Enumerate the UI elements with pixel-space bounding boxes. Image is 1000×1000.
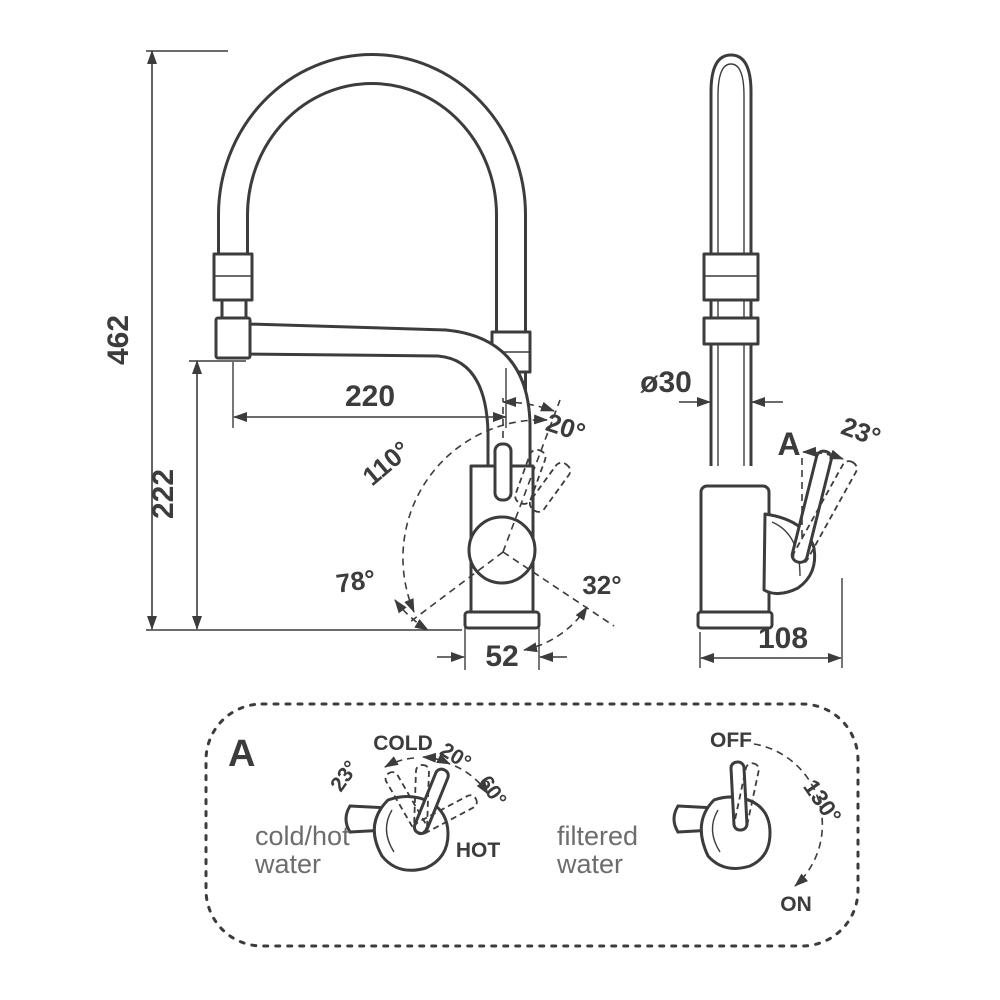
angle-32: 32° — [582, 570, 621, 600]
angle-swivel-110: 110° — [357, 435, 416, 492]
mixer-lever-ghost-left — [384, 771, 428, 835]
front-construction-lines — [394, 397, 615, 653]
dim-total-height: 462 — [102, 315, 135, 365]
angle-lever-20: 20° — [542, 407, 589, 448]
front-lever-ghost-36 — [528, 461, 572, 513]
mixer-handle-diagram: COLD HOT 20° 60° 23° cold/hot water — [254, 732, 511, 879]
dim-pipe-diameter: ø30 — [640, 366, 692, 399]
label-hot: HOT — [456, 839, 501, 862]
mixer-angle-23: 23° — [326, 757, 363, 796]
front-hose-collar-left — [212, 252, 254, 322]
angle-78: 78° — [334, 563, 377, 598]
side-dimensions: ø30 A 23° 108 — [640, 366, 885, 668]
mixer-caption-line2: water — [254, 849, 321, 879]
detail-ref-label: A — [777, 426, 800, 462]
side-base-flange — [696, 610, 774, 630]
front-spout-tip — [214, 316, 252, 360]
side-joint-inner-arc — [771, 521, 801, 577]
front-base-flange — [463, 610, 541, 630]
detail-panel: A COLD HOT 20° 60° 23° cold/hot water — [204, 702, 860, 948]
side-view: ø30 A 23° 108 — [640, 53, 885, 668]
mixer-caption-line1: cold/hot — [255, 821, 350, 851]
label-off: OFF — [710, 729, 752, 752]
side-hose-collars — [702, 252, 760, 346]
filtered-lever-ghost — [733, 762, 760, 832]
label-cold: COLD — [373, 732, 433, 755]
front-sphere-joint — [467, 515, 537, 585]
mixer-angle-60: 60° — [474, 772, 511, 811]
mixer-lever-ghost-cold — [413, 764, 430, 834]
angle-lever-23: 23° — [837, 411, 884, 453]
filtered-handle-diagram: OFF ON 130° filtered water — [556, 729, 847, 916]
side-construction-lines — [801, 446, 844, 540]
detail-panel-border — [204, 702, 860, 948]
side-body — [699, 484, 771, 618]
front-hose-arc — [217, 53, 527, 468]
front-lever-stub — [493, 442, 513, 502]
side-hose-inner-line — [717, 63, 745, 466]
panel-ref-label: A — [228, 733, 255, 775]
dim-spout-height: 222 — [147, 469, 180, 519]
side-lever-ghost — [792, 460, 858, 565]
dim-base-depth: 108 — [758, 622, 808, 655]
front-view: 462 222 220 20° 110° 78° 32° 52 — [102, 50, 622, 673]
filtered-caption-line1: filtered — [557, 821, 638, 851]
filtered-caption-line2: water — [556, 849, 623, 879]
filtered-angle-130: 130° — [798, 774, 847, 828]
filtered-lever — [729, 760, 749, 832]
dim-base-width: 52 — [485, 640, 518, 673]
dim-spout-reach: 220 — [345, 380, 395, 413]
label-on: ON — [780, 893, 812, 916]
